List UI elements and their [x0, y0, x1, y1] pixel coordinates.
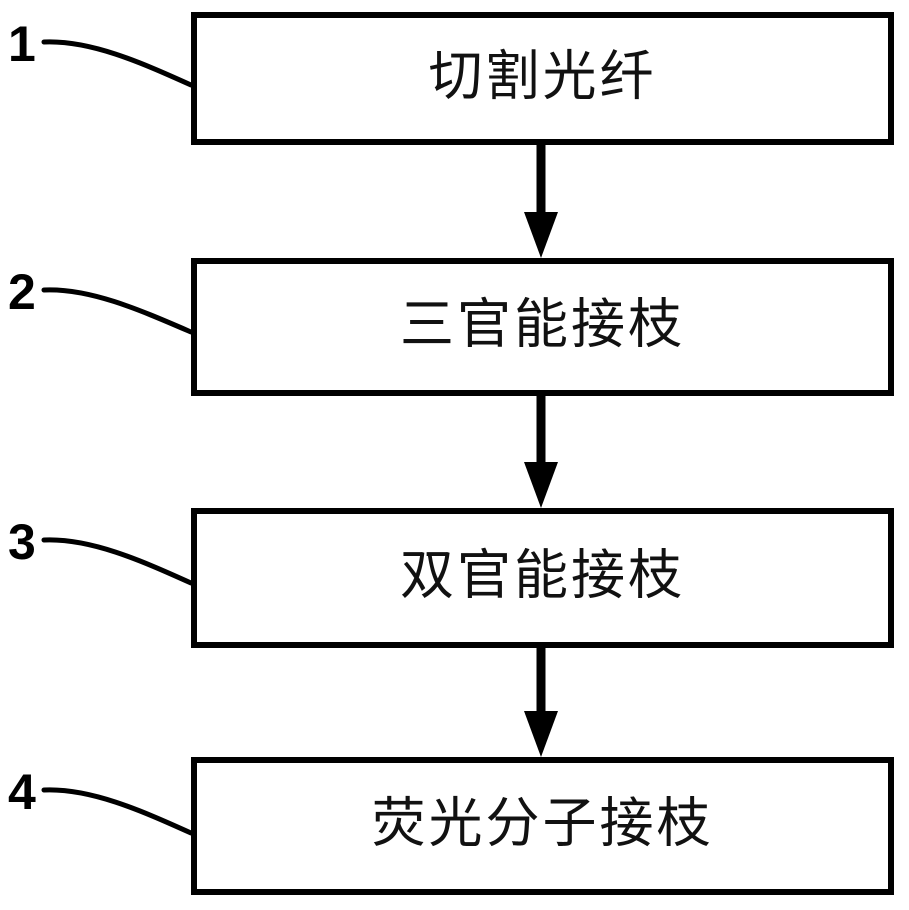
leader-line-1: [41, 39, 194, 88]
flow-step-1: 1 切割光纤: [8, 12, 894, 145]
process-box-3-label: 双官能接枝: [400, 544, 685, 607]
arrow-head-icon: [524, 711, 558, 757]
reference-number-4: 4: [8, 764, 36, 820]
flow-step-4: 4 荧光分子接枝: [8, 757, 894, 895]
arrow-connectors: [524, 145, 558, 757]
reference-number-1: 1: [8, 16, 36, 72]
process-box-2-label: 三官能接枝: [400, 293, 685, 356]
leader-line-4: [41, 787, 194, 836]
process-box-3[interactable]: [191, 508, 894, 648]
arrow-step3-to-step4: [524, 648, 558, 757]
arrow-head-icon: [524, 212, 558, 258]
flow-step-3: 3 双官能接枝: [8, 508, 894, 648]
arrow-step2-to-step3: [524, 396, 558, 508]
process-box-1-label: 切割光纤: [429, 45, 657, 108]
leader-line-2: [41, 287, 194, 335]
process-box-2[interactable]: [191, 258, 894, 396]
process-box-1[interactable]: [191, 12, 894, 145]
arrow-step1-to-step2: [524, 145, 558, 258]
flow-step-2: 2 三官能接枝: [8, 258, 894, 396]
leader-line-3: [41, 537, 194, 586]
process-box-4-label: 荧光分子接枝: [372, 792, 714, 855]
reference-number-2: 2: [8, 264, 36, 320]
process-box-4[interactable]: [191, 757, 894, 895]
arrow-head-icon: [524, 462, 558, 508]
reference-number-3: 3: [8, 514, 36, 570]
